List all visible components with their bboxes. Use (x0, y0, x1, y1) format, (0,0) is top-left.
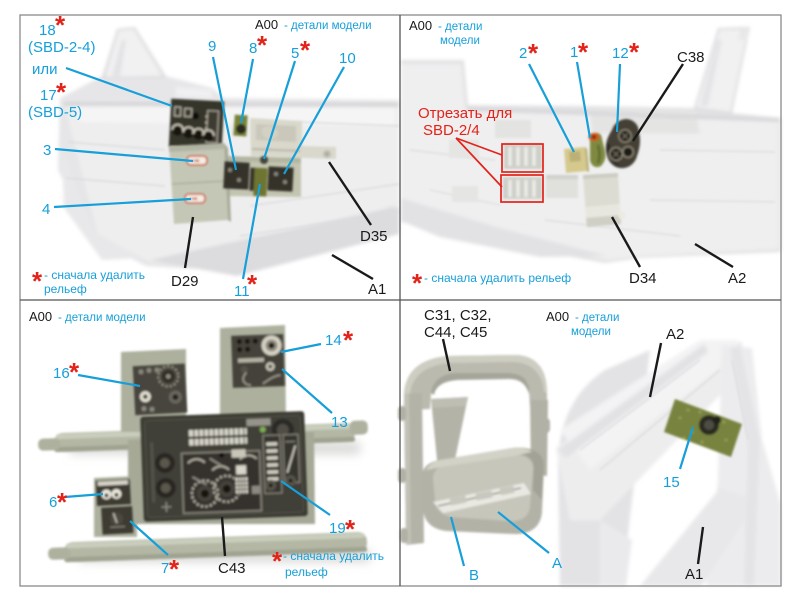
svg-text:10: 10 (339, 50, 356, 67)
svg-text:11: 11 (234, 283, 250, 300)
svg-text:модели: модели (571, 326, 611, 338)
svg-text:*: * (169, 554, 180, 584)
svg-text:A00: A00 (546, 309, 569, 324)
svg-text:*: * (345, 514, 356, 544)
svg-text:Отрезать для: Отрезать для (418, 105, 512, 122)
svg-text:- детали модели: - детали модели (284, 20, 372, 32)
svg-text:SBD-2/4: SBD-2/4 (423, 122, 480, 139)
svg-text:13: 13 (331, 414, 348, 431)
svg-text:1: 1 (570, 44, 578, 61)
svg-text:(SBD-2-4): (SBD-2-4) (28, 39, 96, 56)
svg-text:A: A (552, 555, 562, 572)
svg-text:C43: C43 (218, 560, 246, 577)
svg-text:*: * (56, 77, 67, 107)
svg-text:3: 3 (43, 142, 51, 159)
svg-text:или: или (32, 61, 58, 78)
svg-text:C31, C32,: C31, C32, (424, 307, 492, 324)
svg-text:17: 17 (40, 87, 57, 104)
svg-text:8: 8 (249, 40, 257, 57)
svg-text:D34: D34 (629, 270, 657, 287)
svg-text:9: 9 (208, 38, 216, 55)
svg-text:*: * (57, 487, 68, 517)
svg-text:14: 14 (325, 332, 342, 349)
svg-text:*: * (32, 266, 43, 296)
svg-text:A1: A1 (368, 281, 386, 298)
svg-text:C44, C45: C44, C45 (424, 324, 487, 341)
svg-text:4: 4 (42, 201, 50, 218)
svg-text:A1: A1 (685, 566, 703, 583)
svg-text:*: * (257, 30, 268, 60)
svg-text:A2: A2 (666, 326, 684, 343)
svg-text:- сначала удалить: - сначала удалить (44, 268, 145, 282)
svg-text:- детали модели: - детали модели (58, 312, 146, 324)
svg-text:(SBD-5): (SBD-5) (28, 104, 82, 121)
svg-text:2: 2 (519, 45, 527, 62)
svg-text:*: * (247, 269, 258, 299)
svg-text:12: 12 (612, 45, 629, 62)
svg-text:D29: D29 (171, 273, 199, 290)
svg-text:*: * (412, 268, 423, 298)
svg-text:- сначала удалить: - сначала удалить (283, 549, 384, 563)
svg-text:*: * (629, 37, 640, 67)
svg-text:A00: A00 (409, 18, 432, 33)
svg-text:- детали: - детали (438, 21, 482, 33)
svg-text:19: 19 (329, 520, 346, 537)
svg-text:*: * (272, 546, 283, 576)
svg-text:*: * (528, 38, 539, 68)
svg-text:*: * (55, 10, 66, 40)
svg-text:*: * (69, 357, 80, 387)
svg-text:7: 7 (161, 560, 169, 577)
svg-text:- детали: - детали (575, 312, 619, 324)
svg-text:5: 5 (291, 45, 299, 62)
svg-text:рельеф: рельеф (285, 565, 328, 579)
svg-text:15: 15 (663, 474, 680, 491)
svg-text:18: 18 (39, 22, 56, 39)
svg-text:16: 16 (53, 365, 70, 382)
svg-text:рельеф: рельеф (44, 282, 87, 296)
svg-text:C38: C38 (677, 49, 705, 66)
svg-text:A00: A00 (255, 17, 278, 32)
svg-text:A00: A00 (29, 309, 52, 324)
svg-text:D35: D35 (360, 228, 388, 245)
svg-text:- сначала удалить рельеф: - сначала удалить рельеф (424, 271, 571, 285)
svg-text:модели: модели (440, 35, 480, 47)
svg-text:*: * (578, 37, 589, 67)
svg-text:A2: A2 (728, 270, 746, 287)
svg-text:*: * (300, 35, 311, 65)
svg-text:*: * (343, 325, 354, 355)
svg-text:B: B (469, 567, 479, 584)
svg-text:6: 6 (49, 494, 57, 511)
